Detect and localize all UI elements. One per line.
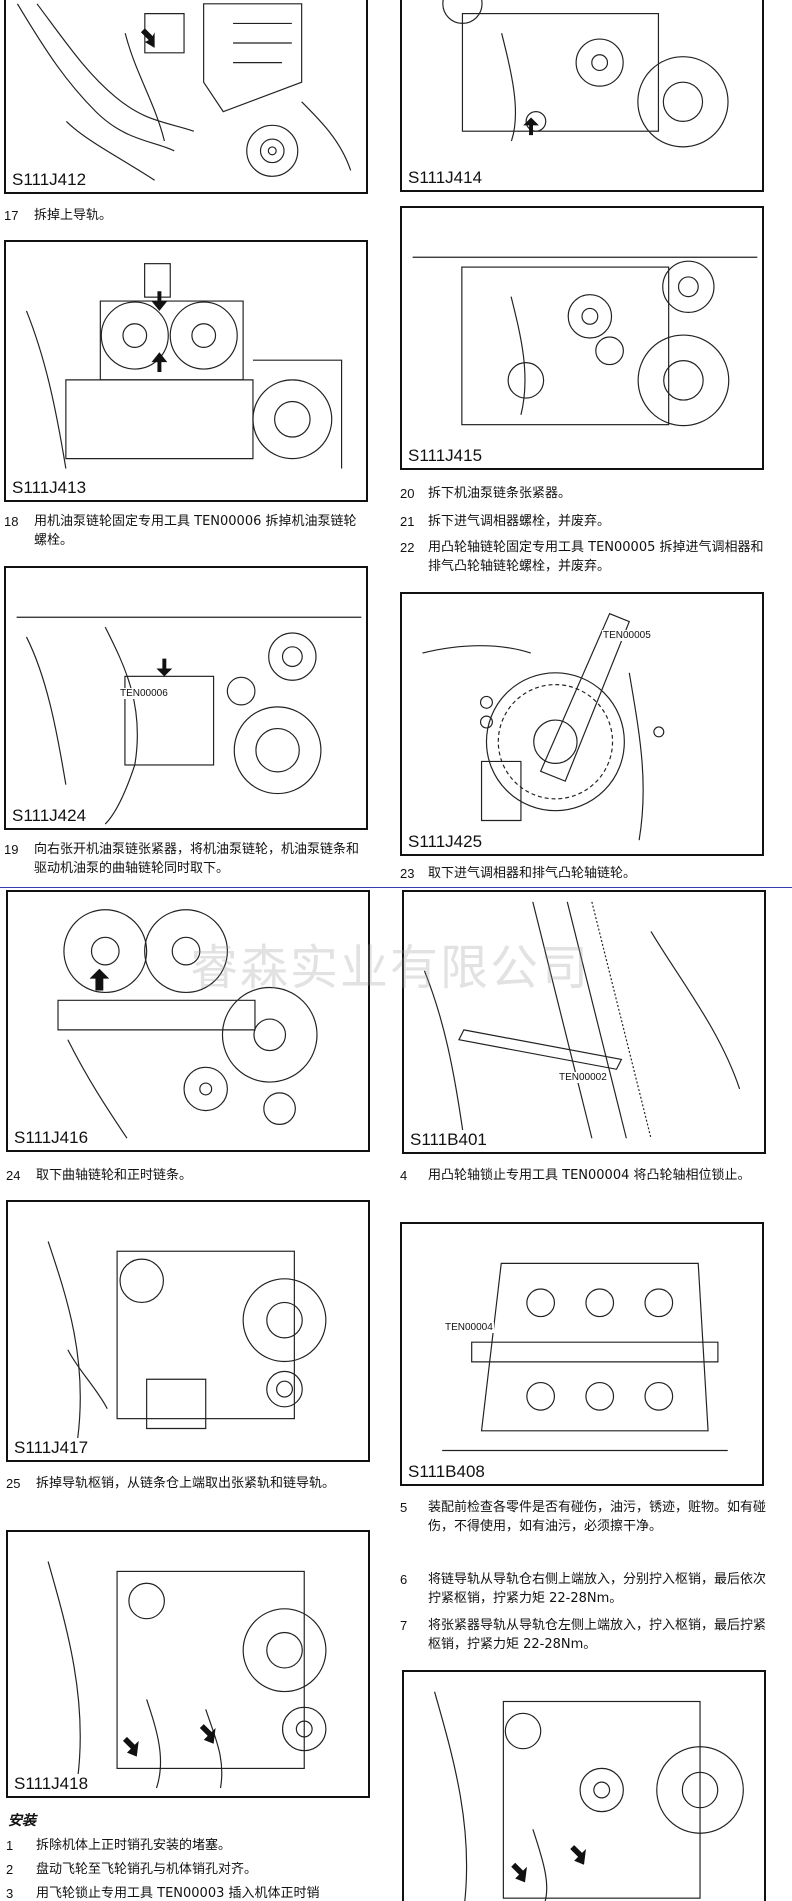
step-number: 19 <box>4 842 19 857</box>
engine-illustration <box>423 901 741 1139</box>
step-number: 2 <box>6 1862 14 1877</box>
figure-code: S111J424 <box>10 806 89 826</box>
engine-illustration <box>16 3 352 181</box>
engine-illustration <box>433 1691 744 1901</box>
step-number: 1 <box>6 1838 14 1853</box>
step-number: 22 <box>400 540 415 555</box>
step-number: 24 <box>6 1168 21 1183</box>
figure-s111j417: S111J417 <box>6 1200 370 1462</box>
engine-illustration <box>412 256 758 427</box>
engine-illustration <box>422 612 665 841</box>
step-number: 25 <box>6 1476 21 1491</box>
figure-code: S111J416 <box>12 1128 91 1148</box>
step-number: 23 <box>400 866 415 881</box>
step-text: 用机油泵链轮固定专用工具 TEN00006 拆掉机油泵链轮螺栓。 <box>34 514 357 548</box>
figure-code: S111J412 <box>10 170 89 190</box>
figure-s111j425: TEN00005 S111J425 <box>400 592 764 856</box>
figure-code: S111J425 <box>406 832 485 852</box>
step-number: 5 <box>400 1500 408 1515</box>
step-number: 17 <box>4 208 19 223</box>
step-text: 拆下机油泵链条张紧器。 <box>428 486 572 501</box>
engine-illustration <box>57 909 318 1139</box>
tool-label: TEN00002 <box>558 1072 608 1083</box>
engine-illustration <box>16 616 362 825</box>
page-divider <box>0 887 792 888</box>
engine-illustration <box>47 1561 327 1789</box>
step-text: 盘动飞轮至飞轮销孔与机体销孔对齐。 <box>36 1862 258 1877</box>
install-step-3: 3 用飞轮锁止专用工具 TEN00003 插入机体正时销 <box>6 1884 370 1901</box>
step-number: 4 <box>400 1168 408 1183</box>
step-text: 取下进气调相器和排气凸轮轴链轮。 <box>428 866 637 881</box>
engine-illustration <box>442 1262 728 1452</box>
step-text: 装配前检查各零件是否有碰伤，油污，锈迹，赃物。如有碰伤，不得使用，如有油污，必须… <box>428 1500 767 1534</box>
engine-illustration <box>25 263 343 469</box>
tool-label: TEN00006 <box>119 688 169 699</box>
step-text: 将链导轨从导轨仓右侧上端放入，分别拧入枢销，最后依次拧紧枢销，拧紧力矩 22-2… <box>428 1572 767 1606</box>
step-text: 将张紧器导轨从导轨仓左侧上端放入，拧入枢销，最后拧紧枢销，拧紧力矩 22-28N… <box>428 1618 767 1652</box>
figure-code: S111J418 <box>12 1774 91 1794</box>
figure-code: S111J417 <box>12 1438 91 1458</box>
figure-code: S111J413 <box>10 478 89 498</box>
step-text: 取下曲轴链轮和正时链条。 <box>36 1168 193 1183</box>
figure-s111j418: S111J418 <box>6 1530 370 1798</box>
figure-s111j424: TEN00006 S111J424 <box>4 566 368 830</box>
figure-s111b401: TEN00002 S111B401 <box>402 890 766 1154</box>
step-text: 用凸轮轴锁止专用工具 TEN00004 将凸轮轴相位锁止。 <box>428 1168 751 1183</box>
section-title-install: 安装 <box>8 1812 36 1828</box>
figure-s111j412: S111J412 <box>4 0 368 194</box>
figure-s111j415: S111J415 <box>400 206 764 470</box>
figure-s111j416: S111J416 <box>6 890 370 1152</box>
step-text: 拆掉导轨枢销，从链条仓上端取出张紧轨和链导轨。 <box>36 1476 336 1491</box>
step-number: 7 <box>400 1618 408 1633</box>
step-text: 用飞轮锁止专用工具 TEN00003 插入机体正时销 <box>36 1886 320 1901</box>
engine-illustration <box>47 1241 327 1439</box>
figure-code: S111B408 <box>406 1462 487 1482</box>
figure-code: S111J415 <box>406 446 485 466</box>
step-text: 拆掉上导轨。 <box>34 208 113 223</box>
step-text: 用凸轮轴链轮固定专用工具 TEN00005 拆掉进气调相器和排气凸轮轴链轮螺栓，… <box>428 540 764 574</box>
figure-s111j414: S111J414 <box>400 0 764 192</box>
engine-illustration <box>442 0 729 148</box>
tool-label: TEN00005 <box>602 630 652 641</box>
step-text: 拆下进气调相器螺栓，并废弃。 <box>428 514 611 529</box>
figure-code: S111B401 <box>408 1130 489 1150</box>
figure-bottom-right <box>402 1670 766 1901</box>
step-number: 20 <box>400 486 415 501</box>
step-number: 18 <box>4 514 19 529</box>
figure-code: S111J414 <box>406 168 485 188</box>
figure-s111b408: TEN00004 S111B408 <box>400 1222 764 1486</box>
step-number: 6 <box>400 1572 408 1587</box>
step-number: 21 <box>400 514 415 529</box>
step-number: 3 <box>6 1886 14 1901</box>
figure-s111j413: S111J413 <box>4 240 368 502</box>
step-text: 向右张开机油泵链张紧器，将机油泵链轮，机油泵链条和驱动机油泵的曲轴链轮同时取下。 <box>34 842 360 876</box>
tool-label: TEN00004 <box>444 1322 494 1333</box>
step-text: 拆除机体上正时销孔安装的堵塞。 <box>36 1838 232 1853</box>
